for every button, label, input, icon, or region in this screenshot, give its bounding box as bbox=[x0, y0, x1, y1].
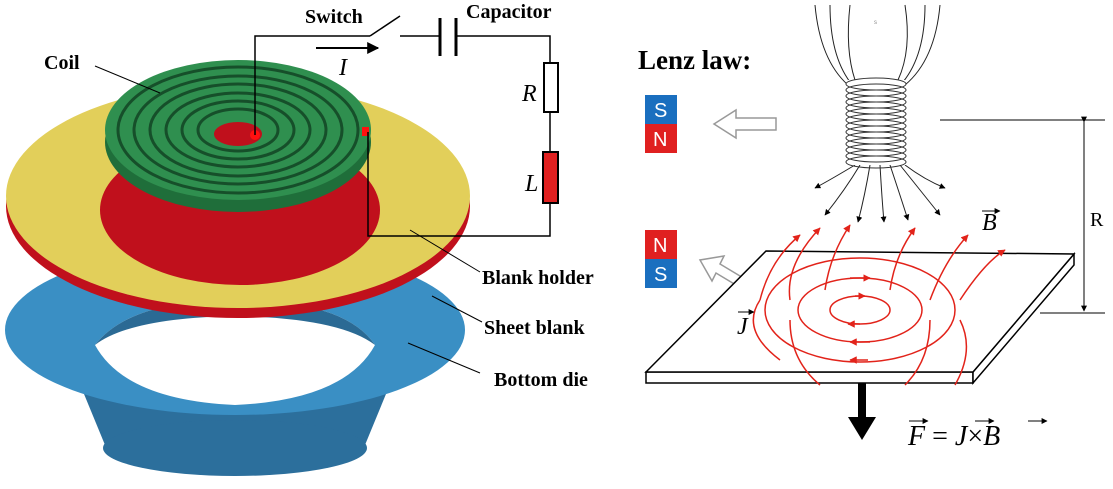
inductor bbox=[542, 151, 559, 204]
eddy-current-field bbox=[752, 224, 1006, 386]
eq-times: × bbox=[967, 421, 983, 452]
magnet-top-pole-s: S bbox=[654, 100, 667, 122]
magnet-top-pole-n: N bbox=[653, 129, 667, 151]
forming-setup: Switch Capacitor Coil I R L Blank holder… bbox=[5, 1, 594, 476]
capacitor-label: Capacitor bbox=[466, 1, 552, 23]
current-label: I bbox=[338, 55, 348, 81]
coil-mark: s bbox=[874, 20, 877, 26]
magnet-bottom: N S bbox=[645, 230, 677, 288]
eq-equals: = bbox=[925, 421, 955, 452]
resistor bbox=[543, 62, 559, 113]
magnet-bottom-pole-n: N bbox=[653, 235, 667, 257]
lenz-law-title: Lenz law: bbox=[638, 45, 751, 75]
current-vector-label: J bbox=[737, 309, 755, 340]
switch-label: Switch bbox=[305, 6, 363, 28]
circuit bbox=[254, 15, 551, 237]
eq-F: F bbox=[907, 421, 926, 452]
field-vector-label: B bbox=[982, 208, 1001, 236]
eq-B: B bbox=[983, 421, 1000, 452]
lenz-law-panel: Lenz law: S N N S bbox=[638, 4, 1105, 452]
field-symbol: B bbox=[982, 210, 997, 236]
bottom-die-label: Bottom die bbox=[494, 369, 588, 391]
distance-label: R bbox=[1090, 209, 1104, 231]
blank-holder-label: Blank holder bbox=[482, 267, 594, 289]
resistor-label: R bbox=[521, 81, 537, 107]
sheet-plate bbox=[644, 250, 1076, 386]
current-density-symbol: J bbox=[737, 314, 749, 340]
repel-arrow-top bbox=[712, 108, 777, 140]
magnet-bottom-pole-s: S bbox=[654, 264, 667, 286]
leader-lines bbox=[94, 65, 483, 374]
inductor-label: L bbox=[524, 171, 538, 197]
distance-marker bbox=[940, 116, 1105, 314]
spiral-coil bbox=[105, 60, 371, 212]
force-arrow bbox=[848, 383, 876, 440]
solenoid: s bbox=[814, 4, 946, 223]
coil-label: Coil bbox=[44, 52, 80, 74]
force-equation: F = J×B bbox=[907, 418, 1048, 452]
force-equation-text: F = J×B bbox=[907, 421, 1000, 452]
magnet-top: S N bbox=[645, 95, 677, 153]
eq-J: J bbox=[955, 421, 969, 452]
sheet-blank-label: Sheet blank bbox=[484, 317, 585, 339]
